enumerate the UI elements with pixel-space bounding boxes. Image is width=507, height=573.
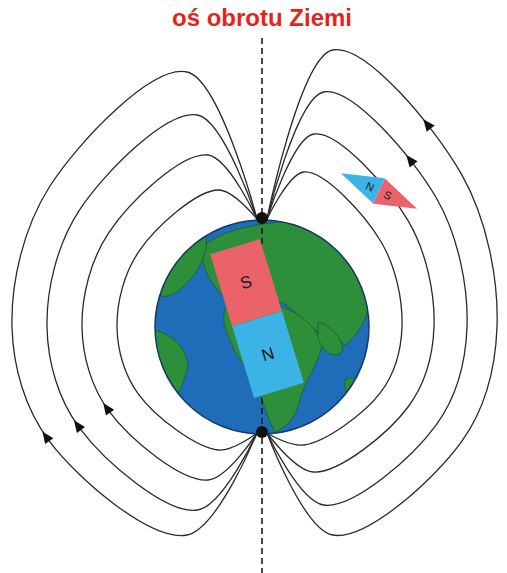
field-arrowhead <box>38 429 53 445</box>
pole-dot <box>256 212 268 224</box>
pole-dot <box>256 426 268 438</box>
axis-label-box: oś obrotu Ziemi <box>170 4 354 32</box>
needle-fill <box>373 178 423 221</box>
north-america <box>152 235 206 296</box>
field-arrowhead <box>419 116 434 132</box>
field-lines <box>12 50 497 536</box>
field-arrowhead <box>70 417 85 433</box>
globe <box>150 220 370 434</box>
field-arrowhead <box>402 152 417 168</box>
field-arrowhead <box>99 400 114 416</box>
arabia <box>318 322 342 355</box>
pole-letter: N <box>260 344 277 364</box>
axis-label: oś obrotu Ziemi <box>170 4 354 31</box>
pole-letter: S <box>238 272 254 292</box>
continents <box>150 222 370 432</box>
